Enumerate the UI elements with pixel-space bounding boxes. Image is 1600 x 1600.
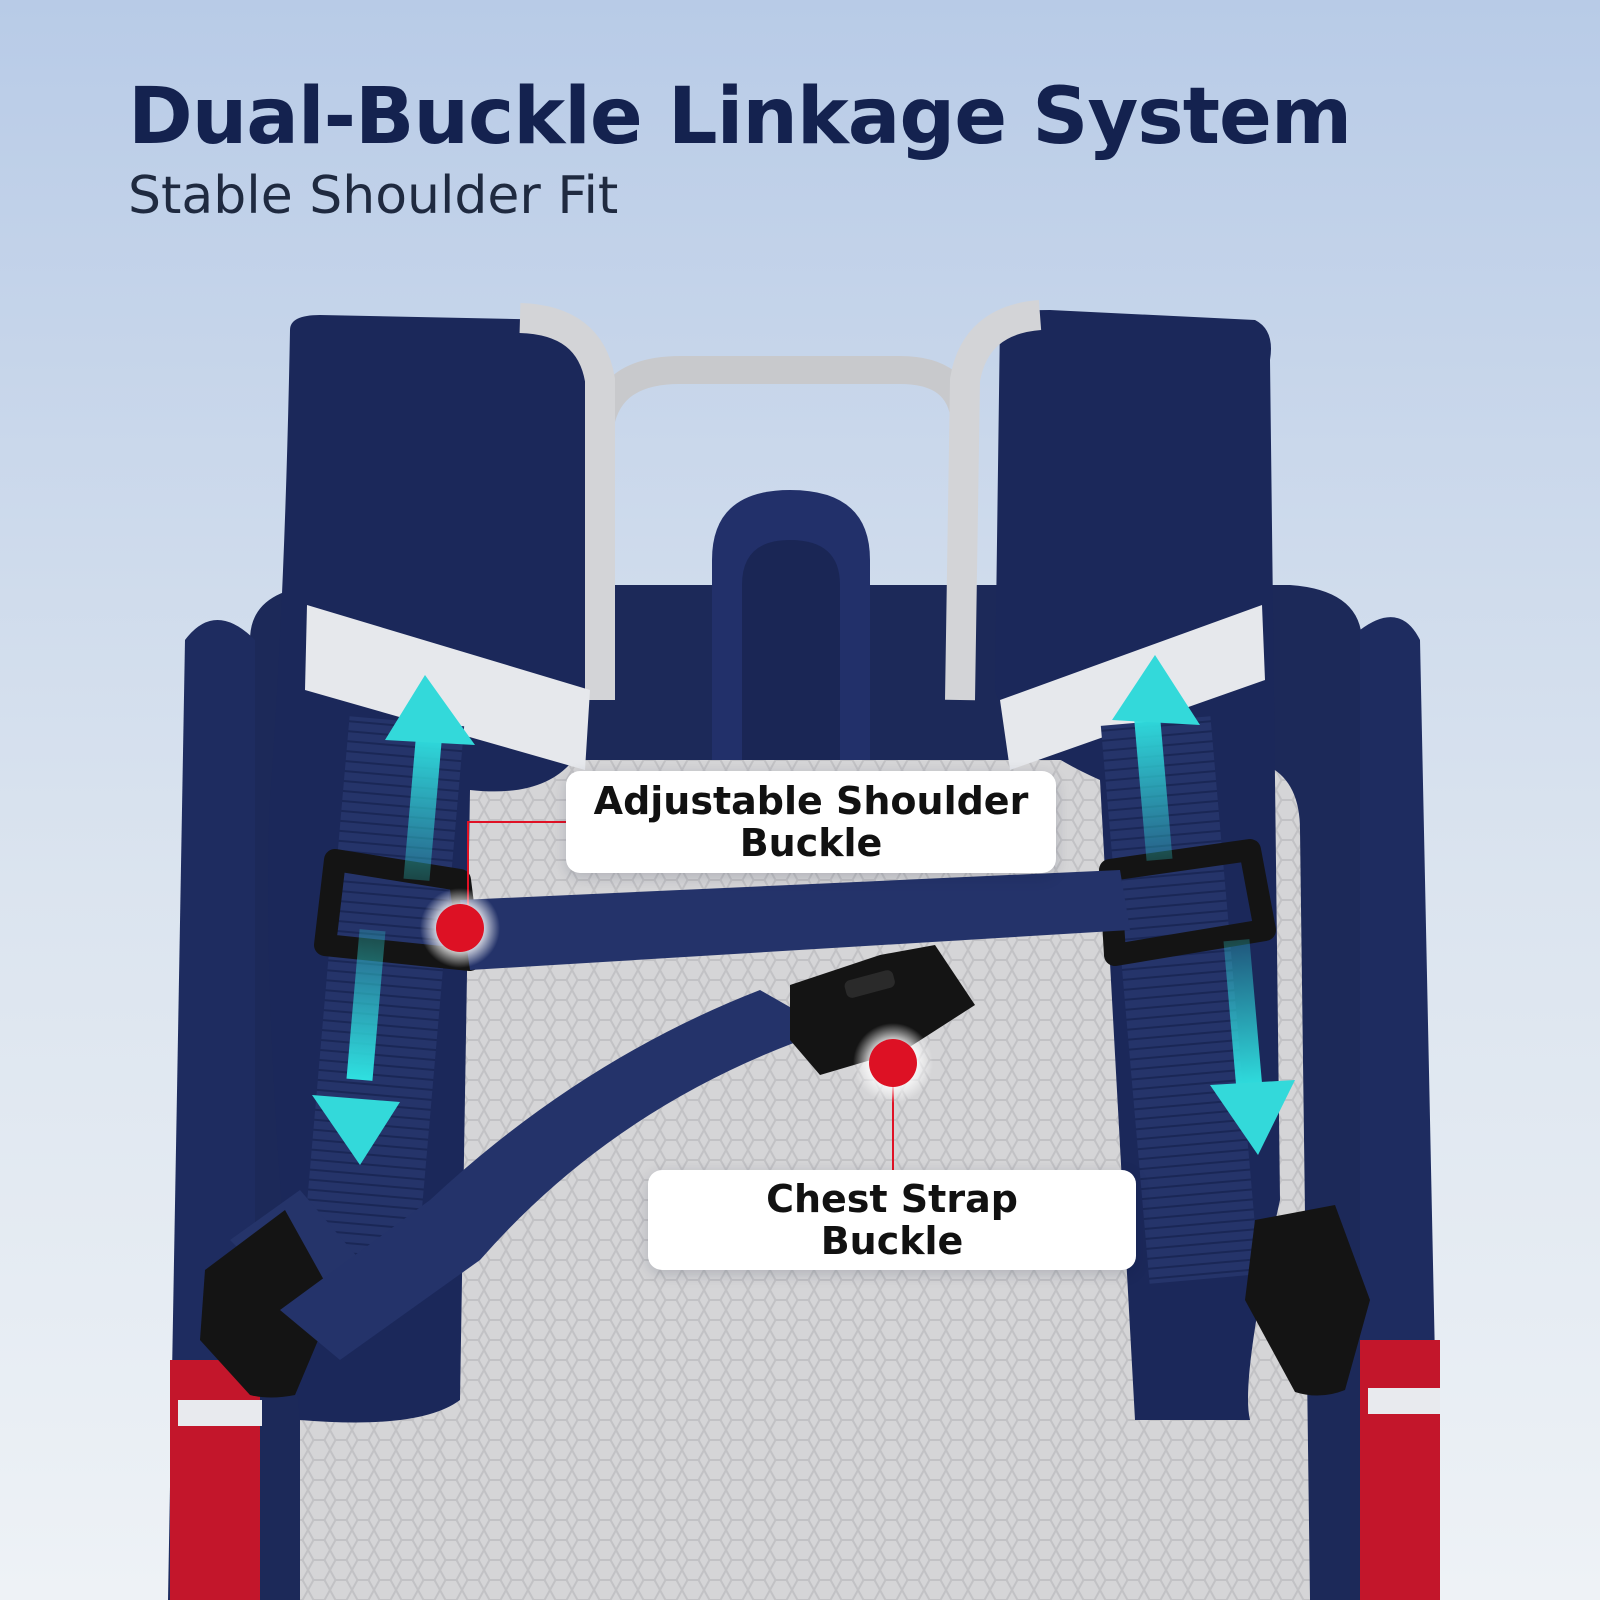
chest-strap-webbing-upper (460, 870, 1130, 970)
up-down-arrow-icon (1112, 655, 1295, 1155)
strap-edge-left (519, 303, 615, 700)
callout-chest-line1: Chest Strap (766, 1177, 1018, 1221)
reflective-patch-right (1368, 1388, 1440, 1414)
headline: Dual-Buckle Linkage System (128, 72, 1352, 162)
chest-buckle-slot (844, 970, 895, 998)
callout-shoulder-line2: Buckle (739, 821, 883, 865)
buckle-left-lower (200, 1210, 335, 1398)
subheadline: Stable Shoulder Fit (128, 166, 619, 226)
leader-line-shoulder (467, 821, 566, 920)
callout-chest-line2: Buckle (820, 1219, 964, 1263)
callout-shoulder-buckle: Adjustable Shoulder Buckle (566, 771, 1056, 873)
callout-chest-strap-buckle: Chest Strap Buckle (648, 1170, 1136, 1270)
hang-loop-inner (742, 540, 840, 760)
red-trim-left (170, 1360, 260, 1600)
up-down-arrow-icon (312, 675, 475, 1165)
reflective-band-right (1000, 605, 1265, 770)
buckle-marker-icon (853, 1023, 933, 1103)
chest-buckle (790, 945, 975, 1075)
buckle-marker-icon (420, 888, 500, 968)
reflective-patch-left (178, 1400, 262, 1426)
callout-shoulder-line1: Adjustable Shoulder (593, 779, 1029, 823)
reflective-band-left (305, 605, 590, 770)
buckle-right-lower (1245, 1205, 1370, 1396)
red-trim-right (1360, 1340, 1440, 1600)
chest-strap (280, 870, 1130, 1360)
strap-edge-right (945, 300, 1042, 701)
chest-strap-webbing-diagonal (280, 990, 830, 1360)
